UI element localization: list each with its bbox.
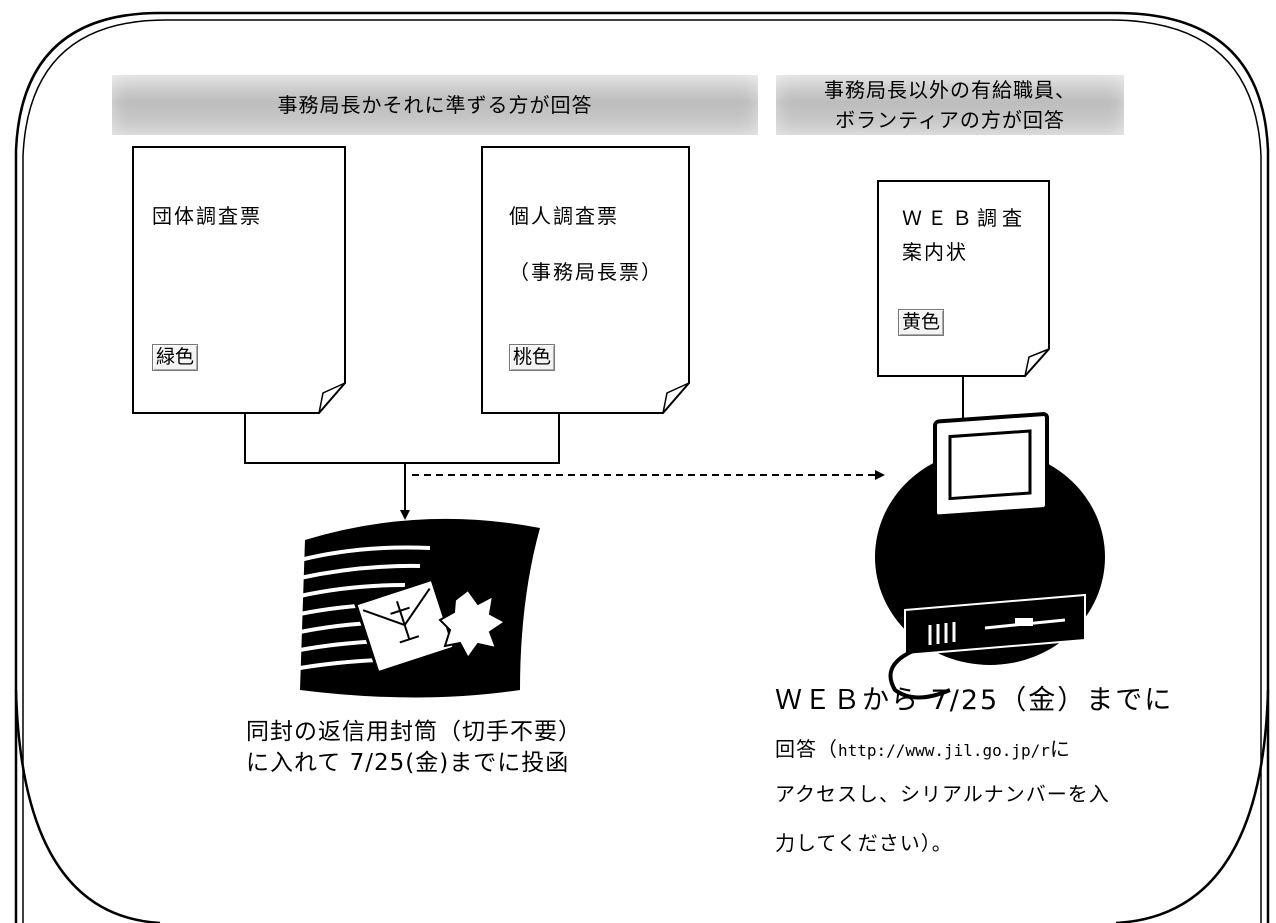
web-answer-line2: 回答（http://www.jil.go.jp/rに [775, 733, 1071, 762]
organization-survey-document [132, 146, 346, 414]
web-answer-line3: アクセスし、シリアルナンバーを入 [775, 782, 1110, 806]
web-invitation-title-line2: 案内状 [902, 240, 968, 264]
computer-icon [875, 412, 1105, 700]
staff-answer-label-line1: 事務局長以外の有給職員、 [824, 78, 1076, 102]
outer-frame [14, 11, 1270, 923]
staff-answer-label-line2: ボランティアの方が回答 [835, 108, 1065, 132]
director-answer-label: 事務局長かそれに準ずる方が回答 [277, 93, 593, 117]
organization-survey-title: 団体調査票 [152, 204, 262, 228]
survey-url-link[interactable]: http://www.jil.go.jp/r [838, 741, 1050, 760]
staff-answer-header: 事務局長以外の有給職員、 ボランティアの方が回答 [776, 75, 1124, 135]
individual-color-label: 桃色 [509, 344, 556, 371]
web-invitation-title-line1: ＷＥＢ調査 [902, 206, 1027, 230]
postal-return-line1: 同封の返信用封筒（切手不要） [246, 719, 582, 745]
director-answer-header: 事務局長かそれに準ずる方が回答 [112, 75, 758, 135]
postal-return-line2: に入れて 7/25(金)までに投函 [246, 750, 570, 776]
web-answer-line4: 力してください）。 [775, 831, 953, 855]
web-invitation-color-label: 黄色 [898, 309, 945, 336]
postal-return-caption: 同封の返信用封筒（切手不要） に入れて 7/25(金)までに投函 [246, 717, 582, 779]
merge-connector [244, 413, 560, 515]
individual-survey-subtitle: （事務局長票） [509, 260, 663, 284]
individual-survey-title: 個人調査票 [509, 204, 619, 228]
web-answer-line2-prefix: 回答（ [775, 737, 838, 761]
web-answer-line2-suffix: に [1049, 737, 1071, 761]
web-answer-line1: ＷＥＢから 7/25（金）までに [775, 685, 1174, 716]
organization-color-label: 緑色 [152, 344, 199, 371]
mail-envelope-icon [299, 518, 540, 698]
